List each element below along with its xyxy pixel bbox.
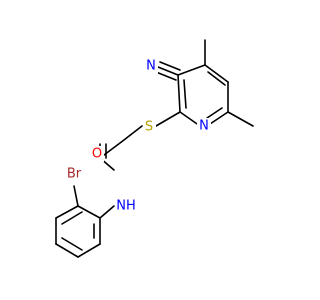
bromophenyl-ring [55, 205, 101, 258]
ring-s-bond [155, 111, 181, 127]
atom-nitrile-n: N [144, 58, 158, 74]
atom-pyridine-n-text: N [199, 119, 209, 134]
atom-sulfur-text: S [145, 120, 153, 135]
atom-pyridine-n: N [197, 118, 211, 134]
molecule-structure: N S N O NH Br [55, 39, 254, 258]
s-ch2-bond [123, 125, 143, 141]
n-aryl-bond [99, 205, 115, 219]
atom-nitrile-n-text: N [146, 59, 156, 74]
atom-bromine: Br [64, 166, 84, 182]
methyl-bond-6 [227, 111, 254, 127]
atom-oxygen: O [90, 146, 104, 162]
atom-sulfur: S [143, 119, 156, 135]
atom-oxygen-text: O [92, 147, 102, 162]
atom-amide-nh: NH [116, 198, 136, 214]
atom-amide-nh-text: NH [116, 199, 136, 214]
atom-bromine-text: Br [67, 167, 82, 182]
pyridine-ring [177, 64, 229, 127]
nitrile-bond [155, 61, 181, 81]
c-br-bond [73, 185, 79, 207]
